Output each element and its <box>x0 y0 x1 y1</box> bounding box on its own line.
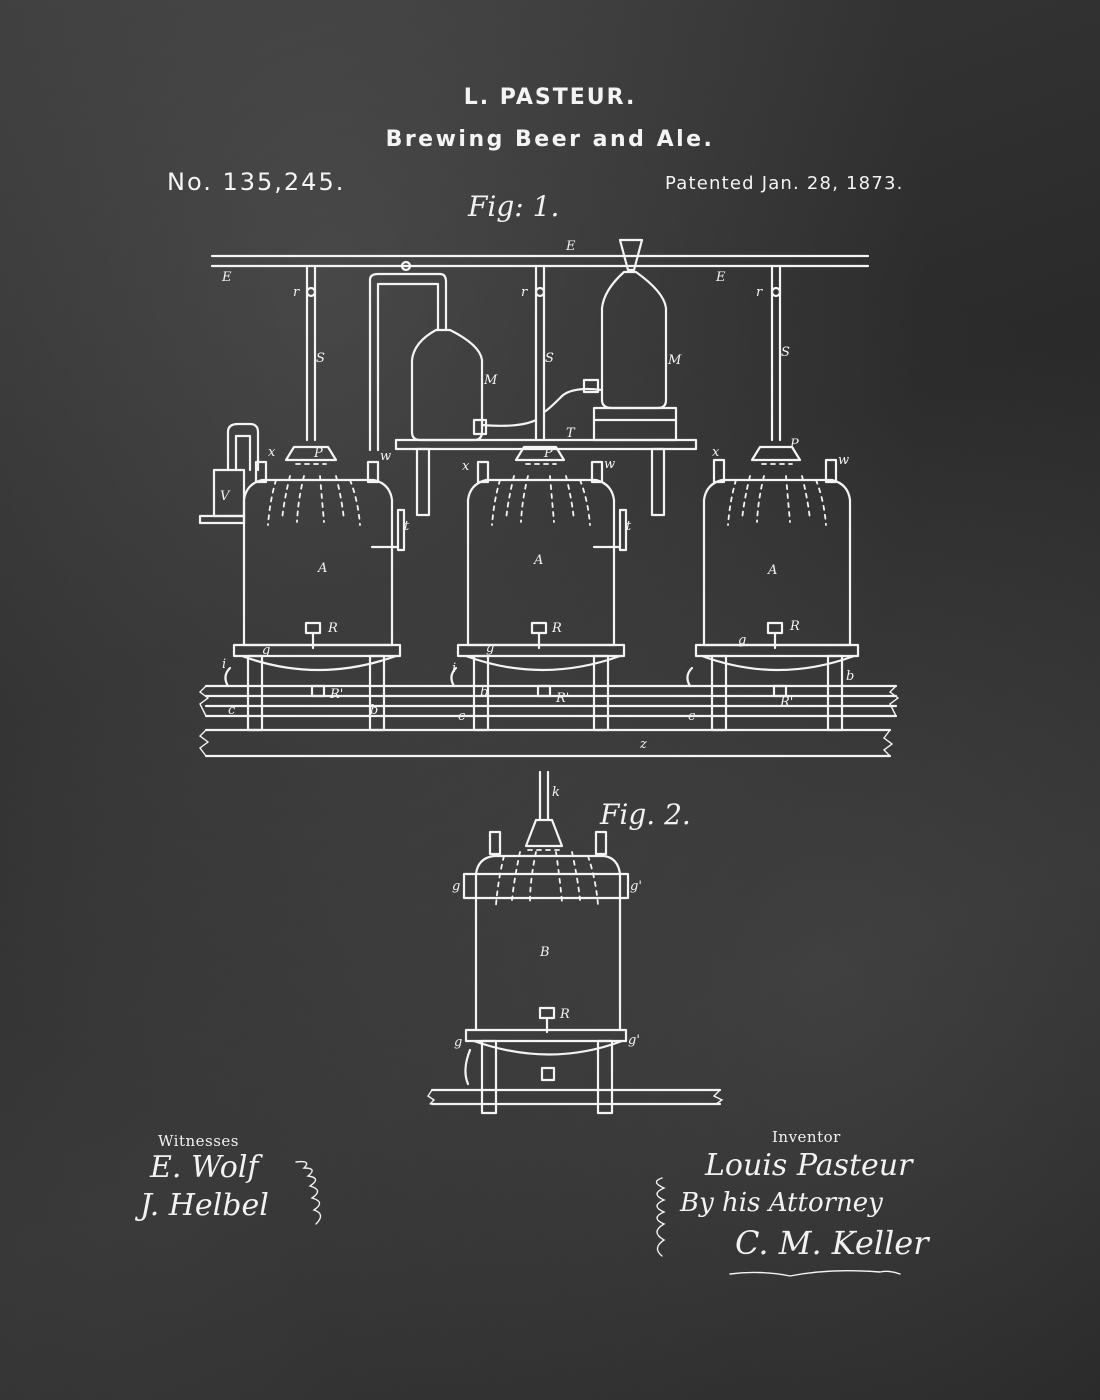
flask-1 <box>410 328 484 442</box>
ring-label-b-right: g' <box>630 879 642 894</box>
drain-label-1: i <box>222 657 226 672</box>
ring-label-b-bottom: g <box>454 1035 462 1050</box>
vessel-label-b: B <box>539 945 550 960</box>
beams <box>198 666 900 758</box>
witness-signature-2: J. Helbel <box>140 1188 269 1223</box>
syphon-label: V <box>220 489 231 504</box>
vent-label-1: w <box>380 449 391 464</box>
cock-label-1: R <box>327 621 338 636</box>
flask-box <box>592 406 678 442</box>
ring-label-2: g <box>486 641 494 656</box>
beam-label-2: c <box>458 709 466 724</box>
x-label-2: x <box>462 459 470 474</box>
x-label-1: x <box>268 445 276 460</box>
vessel-3-stem <box>750 264 802 465</box>
pipe-label: E <box>565 239 576 254</box>
inventor-signature: Louis Pasteur <box>705 1148 913 1183</box>
figure-1-drawing: E E E r S P r <box>198 238 900 758</box>
ring-label-3: g <box>738 633 746 648</box>
figure-1-label: Fig: 1. <box>468 190 560 223</box>
ring-label-1: g <box>262 643 270 658</box>
support-label-1: b <box>370 703 378 718</box>
attorney-bracket <box>655 1177 666 1257</box>
vent-label-3: w <box>838 453 849 468</box>
ring-label-b-left: g <box>452 879 460 894</box>
signature-flourish <box>729 1269 901 1277</box>
ring-label-b-bottom-right: g' <box>628 1033 640 1048</box>
vessel-1 <box>232 460 406 732</box>
inventor-name-heading: L. PASTEUR. <box>463 85 637 110</box>
patent-number: No. 135,245. <box>167 168 346 196</box>
stem-label-3: S <box>781 345 790 360</box>
cock-lower-label-1: R' <box>329 687 343 702</box>
thermo-label-2: t <box>626 519 632 534</box>
support-label-2: b <box>480 685 488 700</box>
vessel-3 <box>694 458 860 732</box>
cock-lower-label-3: R' <box>779 695 793 710</box>
cock-label-2: R <box>551 621 562 636</box>
flask-2 <box>600 270 668 410</box>
pipe-label-right: E <box>715 270 726 285</box>
syphon-gauge <box>198 422 260 525</box>
witness-bracket <box>295 1160 322 1225</box>
tap-label-1: r <box>293 285 300 300</box>
vessel-label-1: A <box>317 561 327 576</box>
stem-label-1: S <box>316 351 325 366</box>
siphon-pipe <box>368 272 448 452</box>
flask-label-2: M <box>667 353 682 368</box>
stem-label-2: S <box>545 351 554 366</box>
flask-label-1: M <box>483 373 498 388</box>
floor-label: z <box>639 737 647 752</box>
sprinkler-label-3: P <box>789 437 799 452</box>
attorney-line: By his Attorney <box>680 1188 883 1218</box>
table-label: T <box>566 426 576 441</box>
sprinkler-label-1: P <box>313 446 323 461</box>
figure-2-drawing: k B R g g' <box>427 770 724 1115</box>
funnel <box>618 238 644 272</box>
vent-label-2: w <box>604 457 615 472</box>
k-label: k <box>552 785 560 800</box>
supply-pipe <box>210 254 870 268</box>
vessel-2 <box>456 460 628 732</box>
vessel-label-2: A <box>533 553 543 568</box>
inventor-label: Inventor <box>772 1128 841 1146</box>
drain-label-2: i <box>452 661 456 676</box>
beam-label-1: c <box>228 703 236 718</box>
sprinkler-label-2: P <box>543 446 553 461</box>
x-label-3: x <box>712 445 720 460</box>
thermo-label-1: t <box>404 519 410 534</box>
vessel-label-3: A <box>767 563 777 578</box>
vessel-b <box>427 851 724 1115</box>
cock-label-b: R <box>559 1007 570 1022</box>
cock-lower-label-2: R' <box>555 691 569 706</box>
witness-signature-1: E. Wolf <box>150 1150 259 1185</box>
patent-date: Patented Jan. 28, 1873. <box>665 173 904 194</box>
beam-label-3: c <box>688 709 696 724</box>
vessel-1-stem <box>284 264 338 465</box>
tap-label-2: r <box>521 285 528 300</box>
witnesses-label: Witnesses <box>158 1132 239 1150</box>
figure-2-label: Fig. 2. <box>600 798 691 831</box>
support-label-3: b <box>846 669 854 684</box>
pipe-label-left: E <box>221 270 232 285</box>
attorney-signature: C. M. Keller <box>735 1224 929 1262</box>
cock-label-3: R <box>789 619 800 634</box>
table-t <box>394 438 698 517</box>
tap-label-3: r <box>756 285 763 300</box>
patent-title: Brewing Beer and Ale. <box>385 127 715 152</box>
